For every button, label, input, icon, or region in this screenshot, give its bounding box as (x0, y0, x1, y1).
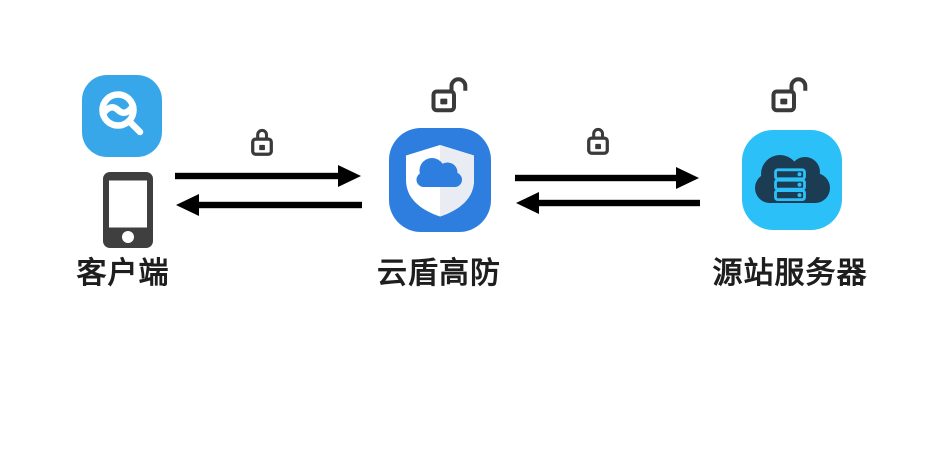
arrow-client-to-shield (175, 165, 361, 187)
arrow-origin-to-shield (516, 192, 700, 214)
cloud-server-icon (742, 130, 842, 230)
client-label: 客户端 (76, 257, 170, 290)
shield-cloud-icon (389, 128, 491, 232)
arrow-shield-to-client (176, 194, 362, 216)
closed-padlock-icon (587, 127, 609, 155)
open-padlock-icon (771, 77, 808, 113)
smartphone-icon (103, 172, 153, 248)
closed-padlock-icon (251, 128, 273, 156)
arrow-shield-to-origin (515, 167, 699, 189)
origin-server-label: 源站服务器 (712, 257, 868, 290)
open-padlock-icon (431, 77, 468, 113)
ddos-protection-label: 云盾高防 (377, 257, 501, 290)
browser-icon (82, 75, 162, 157)
